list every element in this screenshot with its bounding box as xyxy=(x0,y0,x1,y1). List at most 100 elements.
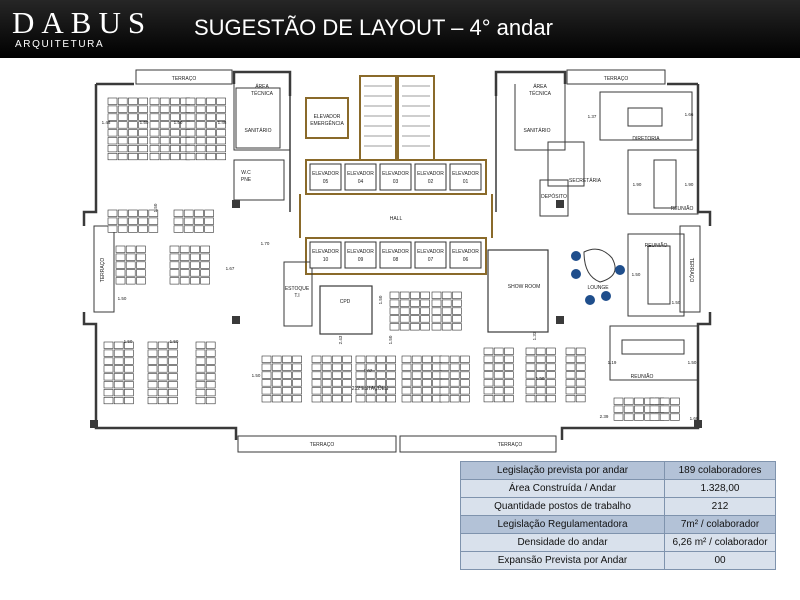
elevator-number: 06 xyxy=(463,257,469,263)
workstation-desk xyxy=(136,269,146,277)
workstation-desk xyxy=(173,217,184,225)
workstation-desk xyxy=(183,217,194,225)
elevator-cab xyxy=(414,163,447,191)
workstation-desk xyxy=(168,373,178,381)
workstation-desk xyxy=(200,269,210,277)
workstation-desk xyxy=(124,396,134,405)
workstation-desk xyxy=(292,395,302,403)
workstations-label: 212 ESTAÇÕES xyxy=(352,385,389,392)
workstation-desk xyxy=(169,245,180,253)
workstation-desk xyxy=(613,413,624,421)
lounge-label: LOUNGE xyxy=(587,285,609,291)
workstation-desk xyxy=(441,299,452,307)
workstation-desk xyxy=(157,381,168,389)
terrace-label: TERRAÇO xyxy=(498,442,523,448)
workstation-desk xyxy=(659,405,670,413)
workstation-desk xyxy=(159,145,170,153)
workstation-desk xyxy=(623,397,634,405)
workstation-desk xyxy=(386,363,396,371)
workstation-desk xyxy=(399,299,410,307)
workstation-desk xyxy=(128,217,138,225)
workstation-desk xyxy=(128,113,138,121)
elevator-label: ELEVADOR xyxy=(347,171,374,177)
workstation-desk xyxy=(195,153,206,161)
workstation-desk xyxy=(185,113,196,121)
table-cell-value: 1.328,00 xyxy=(664,479,776,498)
workstation-desk xyxy=(504,347,514,355)
workstation-desk xyxy=(195,105,206,113)
workstation-desk xyxy=(493,395,504,403)
workstation-desk xyxy=(355,395,366,403)
workstation-desk xyxy=(420,307,430,315)
workstation-desk xyxy=(170,129,180,137)
workstation-desk xyxy=(185,97,196,105)
workstation-desk xyxy=(136,253,146,261)
workstation-desk xyxy=(659,397,670,405)
workstation-desk xyxy=(649,405,660,413)
workstation-desk xyxy=(117,137,128,145)
dimension-label: 1.50 xyxy=(632,272,641,277)
workstation-desk xyxy=(365,355,376,363)
workstation-desk xyxy=(169,277,180,285)
meeting-room-label: REUNIÃO xyxy=(645,242,668,249)
workstation-desk xyxy=(179,245,190,253)
workstation-desk xyxy=(525,379,536,387)
workstation-desk xyxy=(493,363,504,371)
workstation-desk xyxy=(195,97,206,105)
workstation-desk xyxy=(147,357,158,365)
workstation-desk xyxy=(261,363,272,371)
workstation-desk xyxy=(546,387,556,395)
secretary-label: SECRETÁRIA xyxy=(569,177,602,184)
workstation-desk xyxy=(117,121,128,129)
workstation-desk xyxy=(128,225,138,233)
workstation-desk xyxy=(441,323,452,331)
elevator-label: ELEVADOR xyxy=(382,249,409,255)
workstation-desk xyxy=(157,389,168,397)
workstation-desk xyxy=(365,379,376,387)
workstation-desk xyxy=(194,217,204,225)
workstation-desk xyxy=(670,397,680,405)
workstation-desk xyxy=(493,347,504,355)
workstation-desk xyxy=(321,395,332,403)
terrace-label: TERRAÇO xyxy=(688,258,694,283)
workstation-desk xyxy=(204,217,214,225)
workstation-desk xyxy=(115,261,126,269)
workstation-desk xyxy=(200,245,210,253)
workstation-desk xyxy=(535,387,546,395)
workstation-desk xyxy=(128,153,138,161)
workstation-desk xyxy=(411,395,422,403)
workstation-desk xyxy=(535,355,546,363)
tech-area-label: TÉCNICA xyxy=(529,90,552,97)
workstation-desk xyxy=(493,379,504,387)
workstation-desk xyxy=(195,349,206,357)
workstation-desk xyxy=(185,121,196,129)
workstation-desk xyxy=(411,387,422,395)
workstation-desk xyxy=(149,153,160,161)
workstation-desk xyxy=(117,129,128,137)
workstation-desk xyxy=(147,341,158,349)
workstation-desk xyxy=(292,379,302,387)
slide-header: DABUS ARQUITETURA SUGESTÃO DE LAYOUT – 4… xyxy=(0,0,800,58)
workstation-desk xyxy=(483,371,494,379)
workstation-desk xyxy=(103,365,114,373)
table-cell-value: 00 xyxy=(664,551,776,570)
meeting-room-label: REUNIÃO xyxy=(631,373,654,380)
workstation-desk xyxy=(493,387,504,395)
workstation-desk xyxy=(138,225,148,233)
table-cell-label: Quantidade postos de trabalho xyxy=(460,497,665,516)
workstation-desk xyxy=(149,137,160,145)
workstation-desk xyxy=(441,315,452,323)
restroom-label: SANITÁRIO xyxy=(245,127,272,134)
workstation-desk xyxy=(117,105,128,113)
workstation-desk xyxy=(311,371,322,379)
workstation-desk xyxy=(460,379,470,387)
workstation-desk xyxy=(376,379,386,387)
workstation-desk xyxy=(190,245,200,253)
workstation-desk xyxy=(386,395,396,403)
dimension-label: 1.60 xyxy=(690,416,699,421)
workstation-desk xyxy=(410,299,420,307)
